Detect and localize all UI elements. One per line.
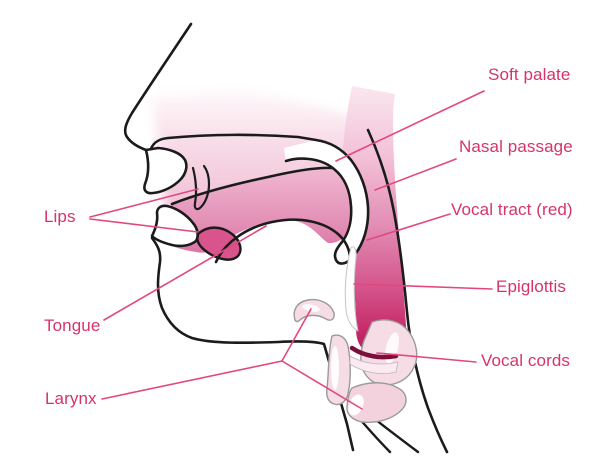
label-vocal-tract: Vocal tract (red) [451, 200, 573, 219]
leader-nasal-passage [374, 158, 457, 191]
label-lips: Lips [44, 207, 76, 226]
leader-vocal-tract [366, 213, 451, 241]
label-tongue: Tongue [44, 316, 101, 335]
leader-soft-palate [335, 90, 485, 162]
leader-tongue [103, 225, 267, 321]
larynx-structures [293, 246, 418, 424]
label-vocal-cords: Vocal cords [481, 351, 570, 370]
leader-larynx-lower [281, 360, 363, 410]
label-nasal-passage: Nasal passage [459, 137, 573, 156]
leader-vocal-cords [376, 352, 477, 363]
soft-palate-shape [284, 140, 369, 264]
leader-larynx [101, 360, 283, 400]
cricoid-shape [346, 382, 407, 424]
epiglottis-shape [344, 246, 359, 332]
label-larynx: Larynx [45, 389, 97, 408]
vocal-cords-shape [349, 345, 399, 360]
vocal-tract-shape [166, 86, 407, 358]
leader-epiglottis [353, 283, 493, 290]
leader-lines [89, 90, 493, 410]
leader-lips-upper [89, 188, 199, 218]
leader-larynx-upper [281, 308, 312, 362]
leader-lips-lower [89, 218, 199, 233]
label-epiglottis: Epiglottis [496, 277, 566, 296]
label-soft-palate: Soft palate [488, 65, 571, 84]
